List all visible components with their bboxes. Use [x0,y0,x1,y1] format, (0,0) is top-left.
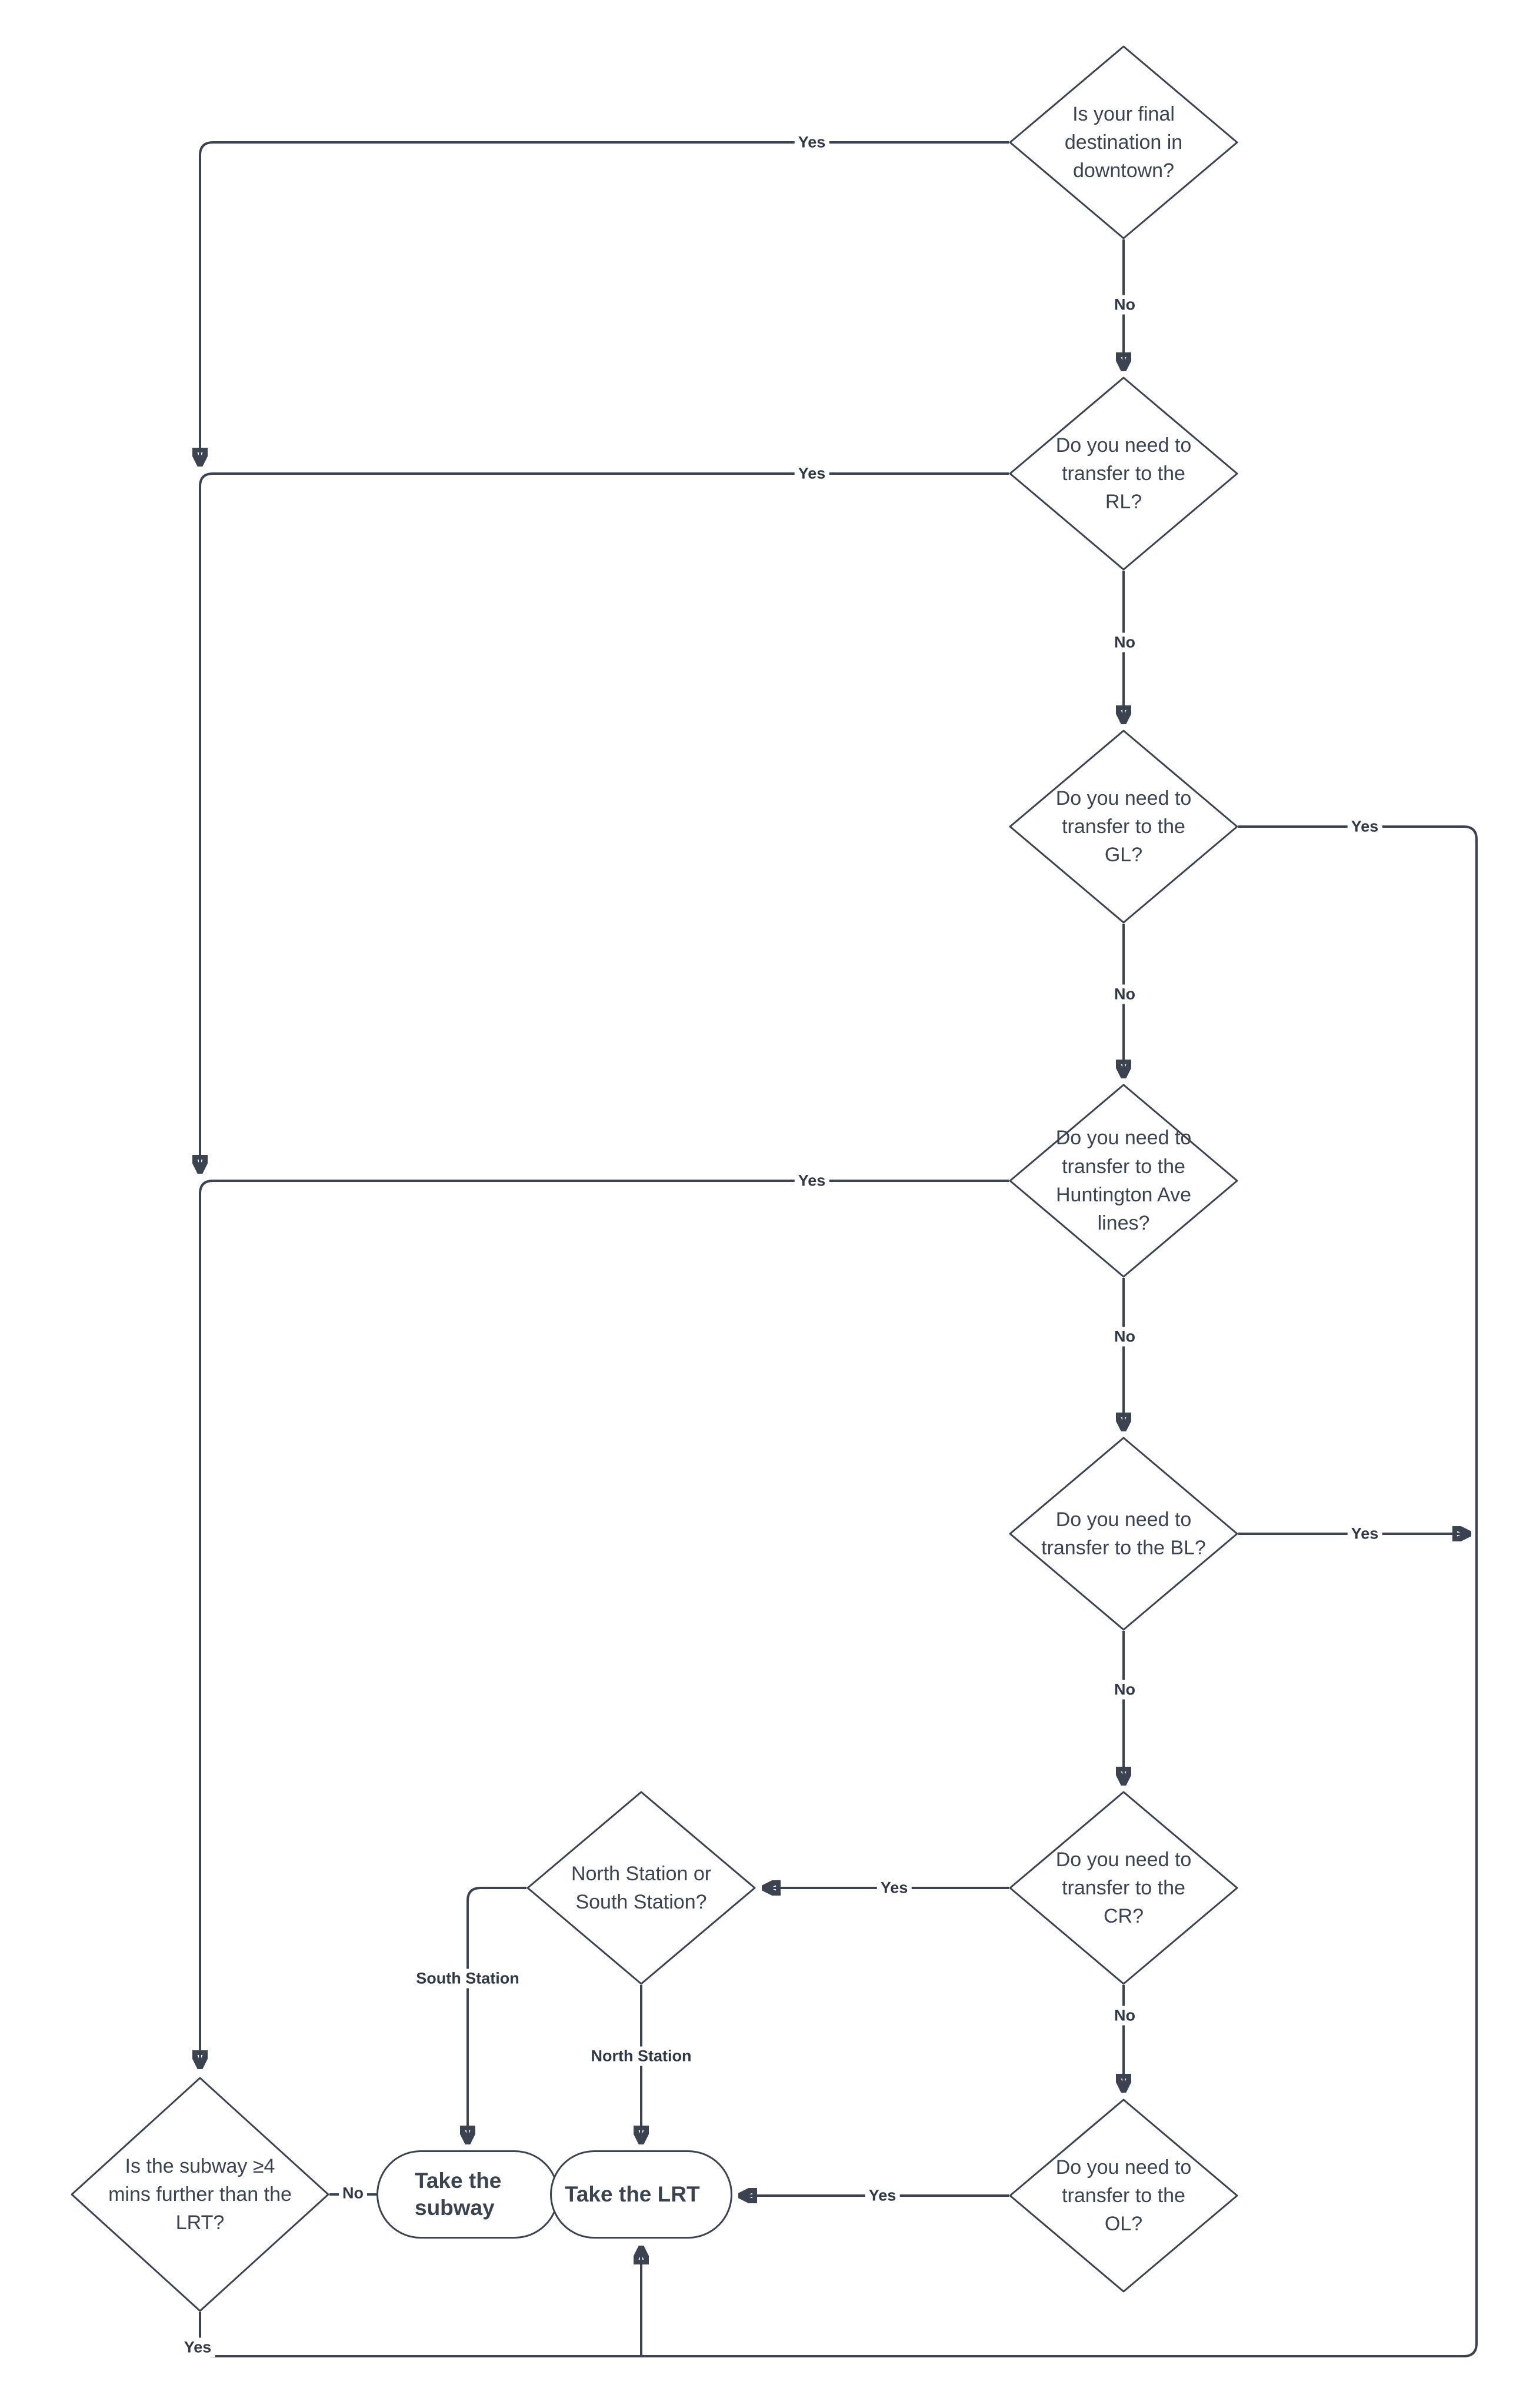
edge-label-subway-time-no: No [339,2183,367,2203]
edge-rl-yes [200,472,1009,1170]
edge-label-station-north: North Station [587,2046,695,2066]
edge-label-downtown-no: No [1111,295,1139,315]
diamond-shape [1009,377,1238,571]
diamond-shape [71,2077,329,2312]
diamond-shape [526,1791,756,1985]
decision-cr: Do you need to transfer to the CR? [1009,1791,1238,1985]
diamond-shape [1009,1437,1238,1631]
terminal-take-subway: Take the subway [376,2150,559,2239]
diamond-shape [1009,730,1238,924]
decision-cr-label: Do you need to transfer to the CR? [1055,1848,1192,1928]
diamond-shape [1009,45,1238,239]
decision-downtown: Is your final destination in downtown? [1009,45,1238,239]
diamond-shape [1009,1791,1238,1985]
edge-subway-time-yes [199,2312,641,2357]
edge-gl-yes [641,825,1478,2357]
edge-label-station-south: South Station [412,1969,523,1989]
edge-downtown-yes [200,141,1009,462]
edge-label-ol-yes: Yes [865,2186,900,2206]
decision-rl: Do you need to transfer to the RL? [1009,377,1238,571]
terminal-take-lrt-label: Take the LRT [565,2181,700,2206]
decision-station: North Station or South Station? [526,1791,756,1985]
edge-label-downtown-yes: Yes [794,132,829,152]
decision-ol: Do you need to transfer to the OL? [1009,2099,1238,2293]
edge-label-bl-yes: Yes [1347,1524,1382,1544]
decision-station-label: North Station or South Station? [571,1862,712,1913]
diamond-shape [1009,2099,1238,2293]
edge-label-huntington-yes: Yes [794,1171,829,1191]
edge-label-subway-time-yes: Yes [180,2337,215,2357]
terminal-take-subway-label: Take the subway [415,2168,502,2220]
edge-label-huntington-no: No [1111,1327,1139,1347]
decision-huntington-label: Do you need to transfer to the Huntingto… [1055,1127,1192,1235]
edge-label-rl-yes: Yes [794,464,829,484]
edge-label-rl-no: No [1111,632,1139,652]
edge-label-cr-no: No [1111,2006,1139,2026]
edge-label-bl-no: No [1111,1680,1139,1700]
decision-ol-label: Do you need to transfer to the OL? [1055,2156,1192,2236]
edge-label-gl-yes: Yes [1347,817,1382,837]
decision-gl-label: Do you need to transfer to the GL? [1055,787,1192,867]
decision-downtown-label: Is your final destination in downtown? [1064,102,1183,182]
decision-bl: Do you need to transfer to the BL? [1009,1437,1238,1631]
decision-bl-label: Do you need to transfer to the BL? [1041,1508,1206,1559]
decision-gl: Do you need to transfer to the GL? [1009,730,1238,924]
edge-label-cr-yes: Yes [877,1878,912,1898]
terminal-take-lrt: Take the LRT [550,2150,732,2239]
decision-subway-time: Is the subway ≥4 mins further than the L… [71,2077,329,2312]
diamond-shape [1009,1084,1238,1278]
edge-label-gl-no: No [1111,984,1139,1004]
decision-subway-time-label: Is the subway ≥4 mins further than the L… [108,2154,292,2234]
edge-huntington-yes [200,1180,1009,2065]
decision-huntington: Do you need to transfer to the Huntingto… [1009,1084,1238,1278]
edge-station-south [468,1887,526,2140]
decision-rl-label: Do you need to transfer to the RL? [1055,434,1192,514]
